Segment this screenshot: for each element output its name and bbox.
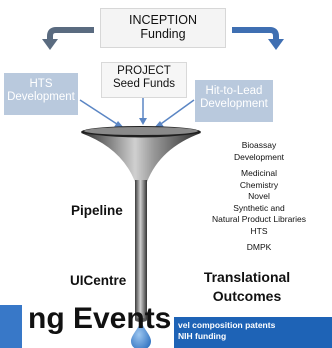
outcome-item: NIH funding (178, 331, 227, 341)
drop-icon (131, 322, 151, 348)
h2l-to-funnel-arrow (154, 99, 195, 128)
activity-item: Development (233, 151, 285, 162)
outcomes-line1: Translational (203, 269, 291, 285)
hts-line2: Development (7, 91, 75, 104)
inception-line2: Funding (140, 27, 186, 42)
uicentre-label: UICentre (70, 273, 127, 288)
pipeline-label: Pipeline (71, 203, 123, 218)
project-seed-funds-box: PROJECT Seed Funds (101, 62, 187, 98)
h2l-line1: Hit-to-Lead (205, 85, 263, 97)
activity-item: Medicinal (241, 168, 277, 178)
funnel-icon (81, 126, 201, 322)
hts-line1: HTS (29, 78, 53, 90)
activity-item: Novel (248, 191, 270, 201)
activity-item: Chemistry (239, 179, 279, 190)
events-banner-accent (0, 305, 22, 348)
project-line2: Seed Funds (112, 78, 175, 91)
hts-to-funnel-arrow (79, 99, 124, 128)
events-heading: ng Events (28, 302, 172, 335)
activity-item: HTS (250, 225, 268, 236)
inception-funding-box: INCEPTION Funding (100, 8, 226, 48)
activity-item: Synthetic and (233, 202, 285, 213)
h2l-line2: Development (200, 98, 268, 111)
inception-line1: INCEPTION (128, 13, 198, 27)
outcomes-panel: vel composition patents NIH funding (174, 317, 332, 348)
project-line1: PROJECT (117, 65, 171, 77)
hit-to-lead-box: Hit-to-Lead Development (195, 80, 273, 122)
outcome-item: vel composition patents (178, 320, 276, 330)
curved-left-arrow-icon (42, 27, 94, 50)
translational-outcomes-label: Translational Outcomes (182, 268, 312, 306)
outcomes-line2: Outcomes (212, 288, 282, 304)
down-arrow-icon (139, 98, 147, 125)
activity-item: Bioassay (241, 140, 277, 150)
activity-item: Natural Product Libraries (211, 214, 306, 224)
curved-right-arrow-icon (232, 27, 284, 50)
hts-development-box: HTS Development (4, 73, 78, 115)
activity-item: DMPK (246, 242, 272, 252)
activities-list: Bioassay Development Medicinal Chemistry… (200, 140, 318, 254)
